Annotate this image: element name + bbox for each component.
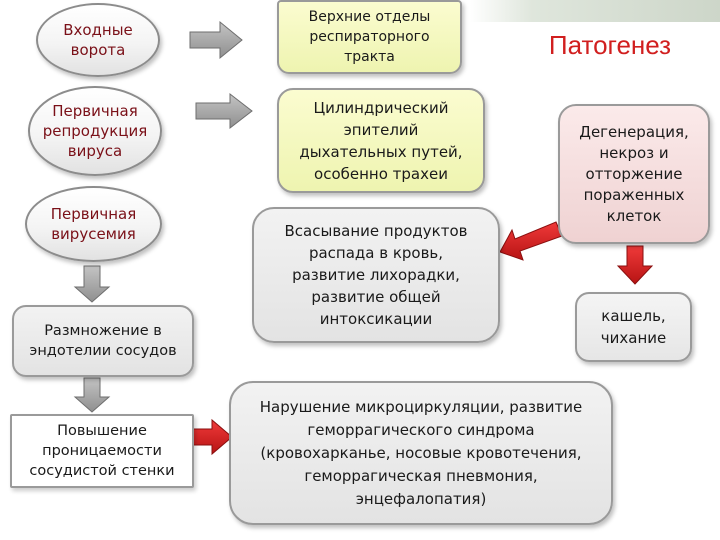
node-entry-gate-line: ворота — [70, 41, 126, 59]
node-absorption-line: Всасывание продуктов — [284, 222, 468, 240]
node-permeability-line: Повышение — [57, 423, 147, 439]
node-primary-viremia-line: Первичная — [50, 205, 137, 223]
node-degeneration: Дегенерация, некроз и отторжение поражен… — [558, 104, 710, 244]
top-decorative-band — [470, 0, 720, 22]
arrow-viremia-down — [73, 265, 111, 303]
node-degeneration-line: некроз и — [599, 143, 669, 162]
node-microcirculation-line: геморрагического синдрома — [307, 420, 535, 439]
node-permeability-increase: Повышение проницаемости сосудистой стенк… — [10, 414, 194, 488]
node-degeneration-line: клеток — [606, 206, 662, 225]
node-cough-line: чихание — [600, 329, 667, 347]
node-microcirculation-line: энцефалопатия) — [355, 489, 487, 508]
node-epithelium-line: особенно трахеи — [314, 164, 448, 183]
node-microcirculation-line: (кровохарканье, носовые кровотечения, — [260, 443, 582, 462]
node-epithelium-line: эпителий — [343, 120, 419, 139]
arrow-degeneration-to-cough — [616, 245, 654, 285]
node-primary-viremia: Первичная вирусемия — [25, 186, 162, 262]
node-cough-line: кашель, — [601, 307, 666, 325]
node-primary-reproduction-line: репродукция — [42, 122, 148, 140]
node-upper-respiratory: Верхние отделы респираторного тракта — [277, 0, 462, 74]
node-cough: кашель, чихание — [575, 292, 692, 362]
node-upper-respiratory-line: респираторного — [309, 29, 430, 45]
node-endothelium-line: Размножение в — [44, 323, 162, 339]
node-epithelium-line: дыхательных путей, — [299, 142, 463, 161]
arrow-reproduction-to-epithelium — [195, 92, 253, 130]
node-absorption-line: интоксикации — [319, 310, 433, 328]
node-absorption-line: развитие общей — [311, 288, 441, 306]
node-permeability-line: сосудистой стенки — [29, 463, 175, 479]
diagram-title: Патогенез — [548, 30, 672, 60]
node-primary-viremia-line: вирусемия — [51, 225, 136, 243]
node-primary-reproduction-line: Первичная — [52, 102, 138, 120]
node-endothelium-multiplication: Размножение в эндотелии сосудов — [12, 305, 194, 377]
node-degeneration-line: отторжение — [585, 164, 683, 183]
node-degeneration-line: Дегенерация, — [579, 122, 689, 141]
node-endothelium-line: эндотелии сосудов — [29, 343, 177, 359]
node-microcirculation: Нарушение микроциркуляции, развитие гемо… — [229, 381, 613, 525]
node-entry-gate: Входные ворота — [36, 3, 160, 77]
node-microcirculation-line: геморрагическая пневмония, — [304, 466, 538, 485]
node-degeneration-line: пораженных — [583, 185, 685, 204]
node-permeability-line: проницаемости — [42, 443, 162, 459]
node-absorption: Всасывание продуктов распада в кровь, ра… — [252, 207, 500, 343]
node-cylindrical-epithelium: Цилиндрический эпителий дыхательных путе… — [277, 88, 485, 193]
node-absorption-line: распада в кровь, — [308, 244, 444, 262]
node-entry-gate-line: Входные — [63, 21, 133, 39]
node-primary-reproduction: Первичная репродукция вируса — [28, 86, 162, 176]
node-upper-respiratory-line: Верхние отделы — [308, 9, 431, 25]
arrow-permeability-to-microcirculation — [192, 418, 233, 456]
node-primary-reproduction-line: вируса — [67, 142, 123, 160]
node-microcirculation-line: Нарушение микроциркуляции, развитие — [259, 397, 583, 416]
arrow-endothelium-down — [73, 377, 111, 413]
node-epithelium-line: Цилиндрический — [313, 98, 449, 117]
arrow-entry-to-upper — [189, 20, 243, 60]
arrow-degeneration-to-absorption — [499, 221, 563, 261]
node-upper-respiratory-line: тракта — [344, 49, 395, 65]
node-absorption-line: развитие лихорадки, — [292, 266, 460, 284]
